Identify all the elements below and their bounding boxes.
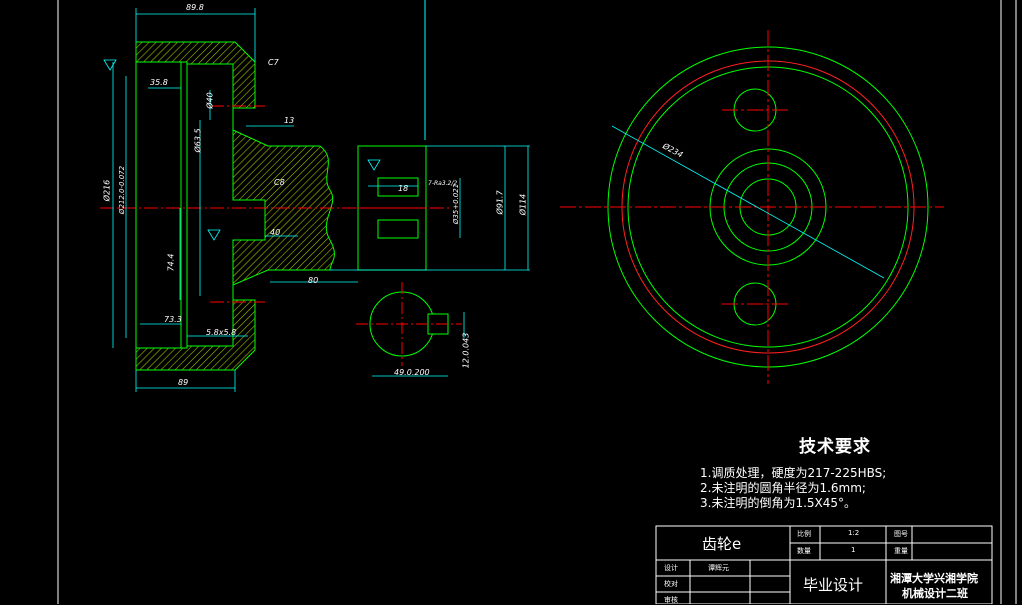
part-name: 齿轮e <box>702 535 742 553</box>
keyway-section <box>356 282 465 377</box>
school-line-1: 湘潭大学兴湘学院 <box>890 572 978 585</box>
title-block-grid <box>655 525 993 604</box>
project-name: 毕业设计 <box>803 576 864 594</box>
designer-value: 谭辉元 <box>708 564 729 572</box>
tech-requirements: 技术要求 1.调质处理，硬度为217-225HBS; 2.未注明的圆角半径为1.… <box>700 432 1010 511</box>
tech-requirement-2: 2.未注明的圆角半径为1.6mm; <box>700 481 866 495</box>
drawing-frame <box>57 0 1017 604</box>
reviewer-label: 审核 <box>664 596 678 604</box>
quantity-label: 数量 <box>797 547 811 555</box>
section-view <box>100 8 530 392</box>
front-view <box>560 30 944 384</box>
tech-requirement-3: 3.未注明的倒角为1.5X45°。 <box>700 496 857 510</box>
designer-label: 设计 <box>664 564 678 572</box>
school-line-2: 机械设计二班 <box>902 587 968 600</box>
scale-value: 1:2 <box>848 529 860 537</box>
tech-requirements-title: 技术要求 <box>799 437 871 457</box>
quantity-value: 1 <box>851 546 856 554</box>
tech-requirement-1: 1.调质处理，硬度为217-225HBS; <box>700 466 887 480</box>
weight-label: 重量 <box>894 547 908 555</box>
drawing-no-label: 图号 <box>894 530 908 538</box>
scale-label: 比例 <box>797 530 811 538</box>
checker-label: 校对 <box>664 580 678 588</box>
